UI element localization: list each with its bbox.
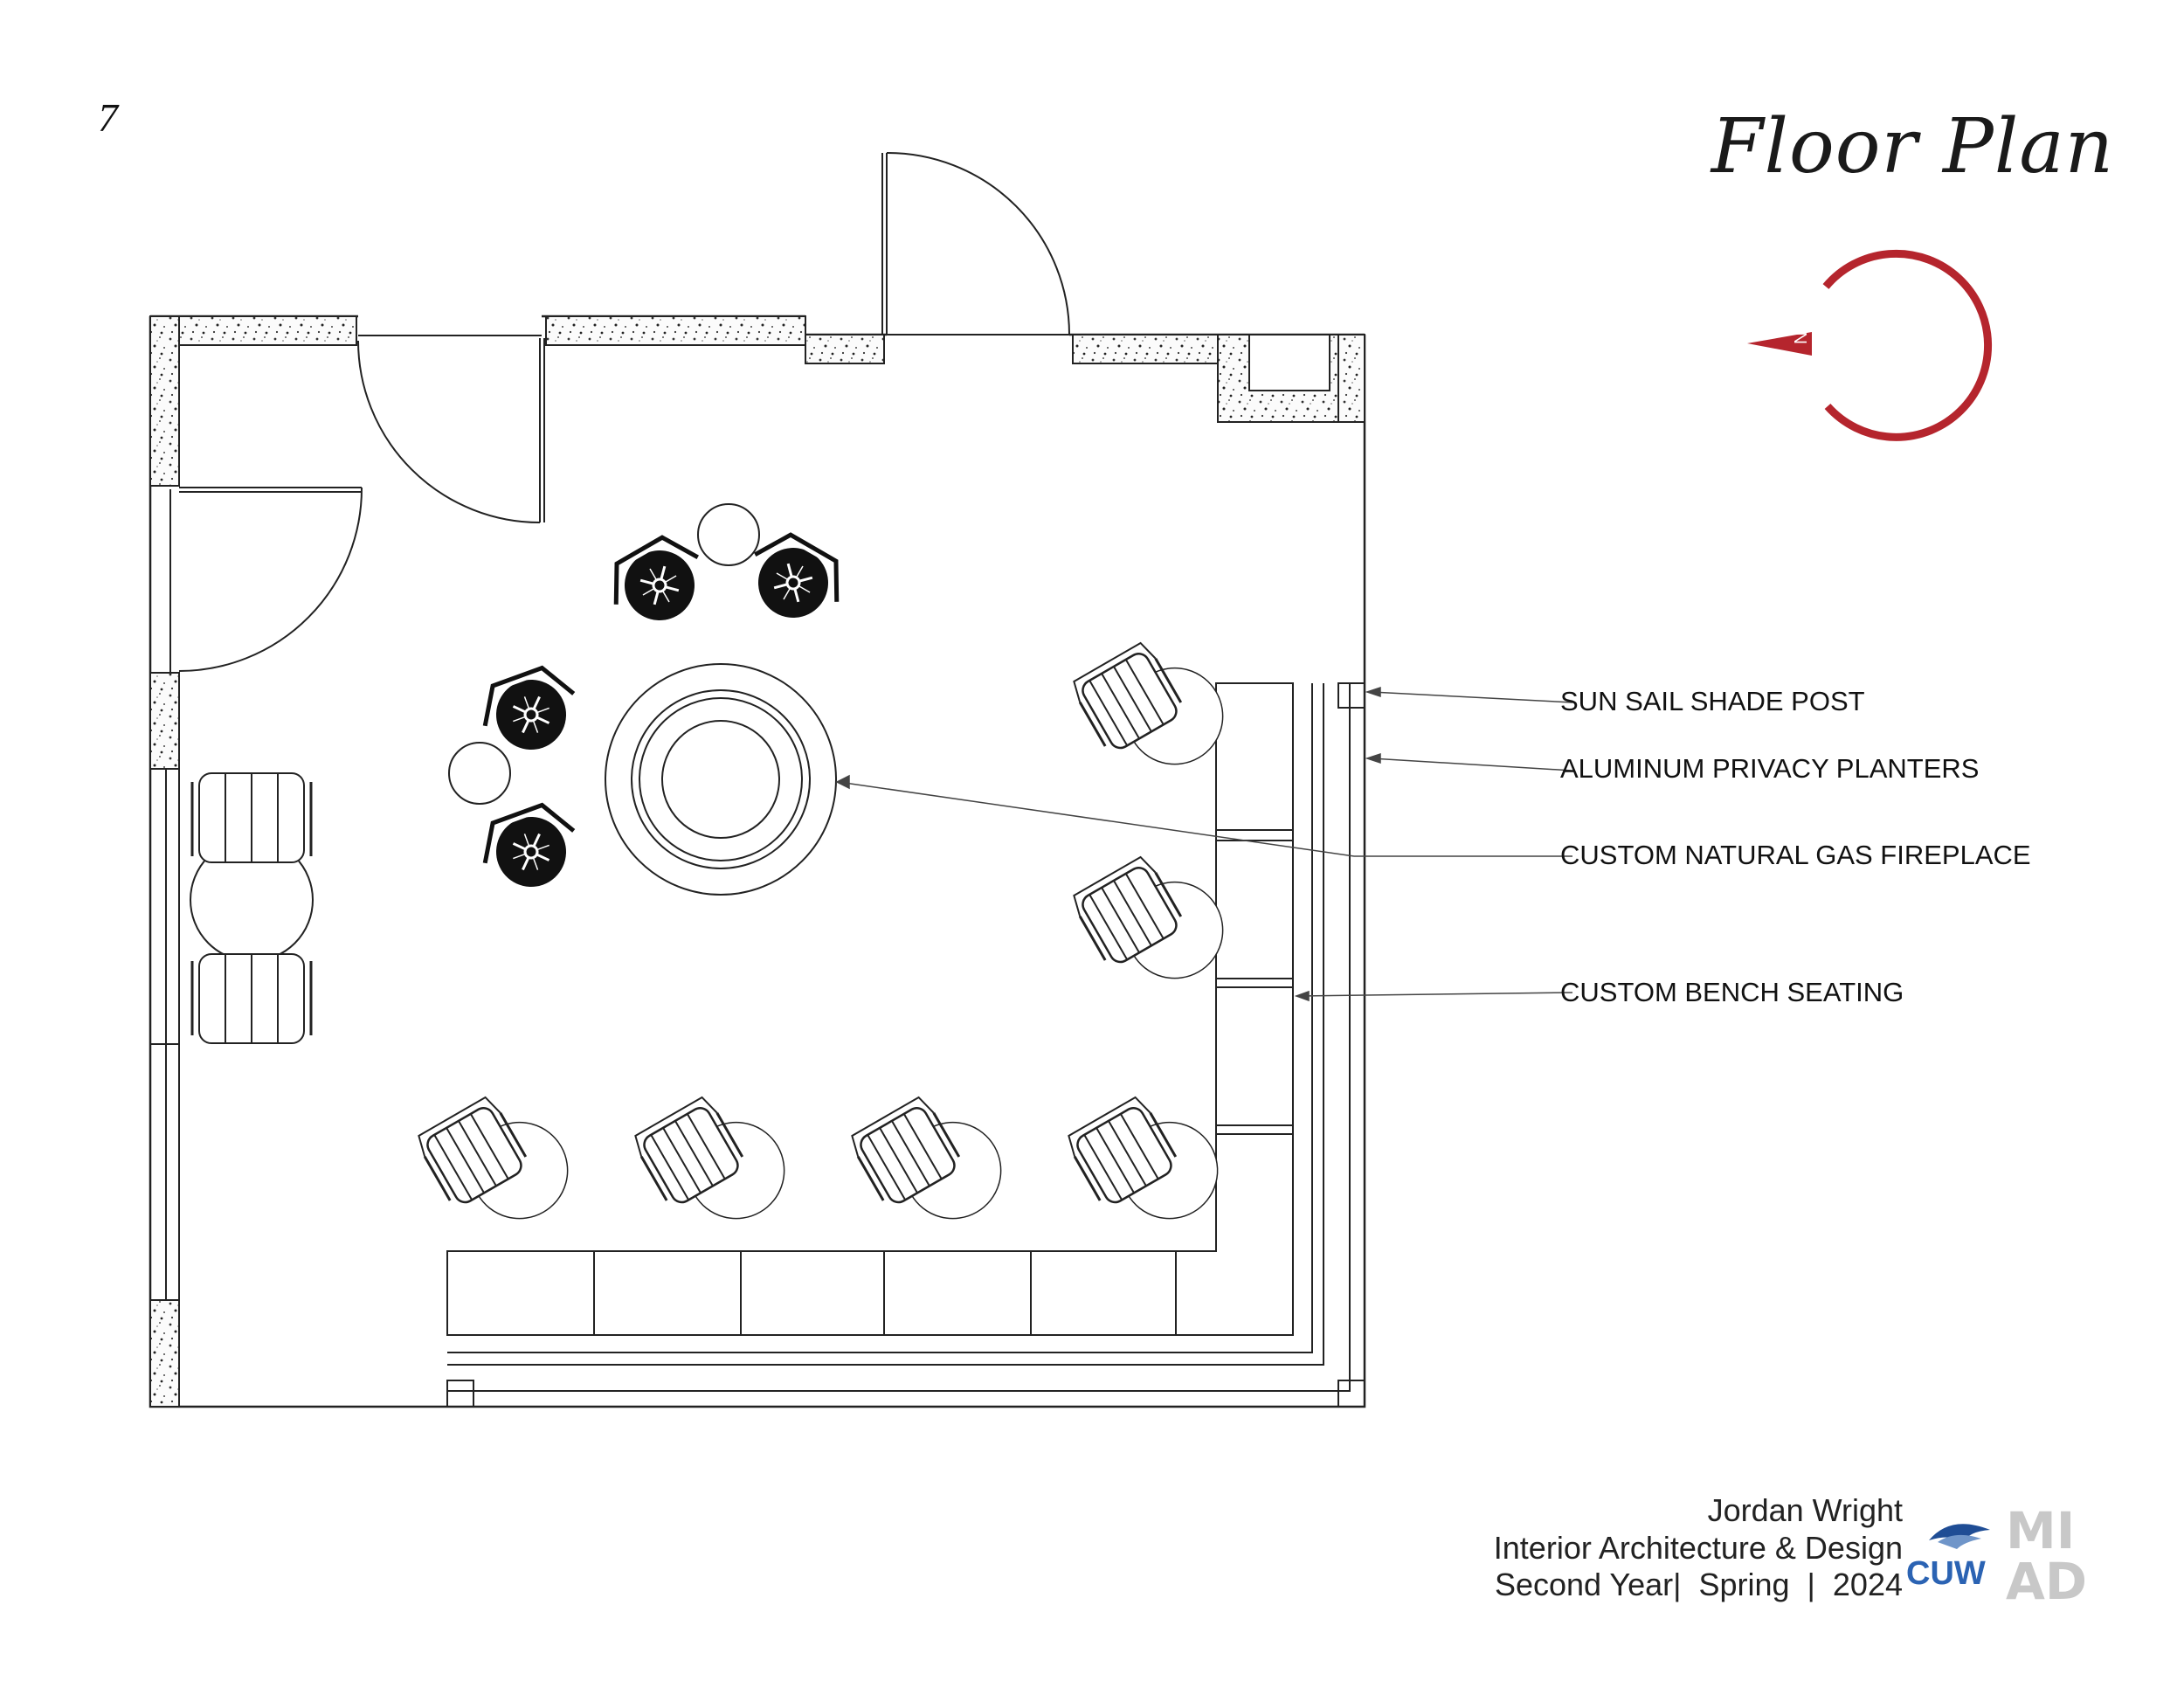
credit-name: Jordan Wright xyxy=(1707,1492,1903,1528)
left-side-chairs xyxy=(190,772,314,1044)
entry-door-top xyxy=(881,151,1070,336)
miad-logo-line-2: AD xyxy=(2006,1552,2088,1611)
cuw-logo: CUW xyxy=(1906,1524,1990,1592)
callout-sun-sail-shade-post: SUN SAIL SHADE POST xyxy=(1560,686,1865,716)
credit-program: Interior Architecture & Design xyxy=(1493,1530,1903,1566)
cuw-logo-text: CUW xyxy=(1906,1555,1986,1592)
aluminum-privacy-planters xyxy=(446,682,1365,1408)
page-number: 7 xyxy=(98,95,118,140)
natural-gas-fireplace xyxy=(605,663,837,896)
left-wall-panel xyxy=(150,768,180,1300)
page-title: Floor Plan xyxy=(1711,103,2114,190)
miad-logo: MI AD xyxy=(2006,1505,2112,1610)
door-top-left xyxy=(357,335,545,523)
callout-custom-natural-gas-fireplace: CUSTOM NATURAL GAS FIREPLACE xyxy=(1560,840,2031,870)
lounge-chairs xyxy=(473,524,854,901)
callout-custom-bench-seating: CUSTOM BENCH SEATING xyxy=(1560,977,1904,1007)
side-tables xyxy=(448,503,760,805)
callout-leaders xyxy=(835,686,1573,1002)
callout-aluminum-privacy-planters: ALUMINUM PRIVACY PLANTERS xyxy=(1560,753,1979,784)
miad-logo-line-1: MI xyxy=(2006,1501,2076,1560)
north-label: N xyxy=(1792,332,1811,344)
callout-labels: SUN SAIL SHADE POST ALUMINUM PRIVACY PLA… xyxy=(1560,686,2031,1007)
custom-bench-seating xyxy=(446,682,1294,1336)
hatched-walls xyxy=(149,315,1365,1408)
credit-term: Second Year| Spring | 2024 xyxy=(1494,1567,1903,1602)
door-left xyxy=(169,487,363,673)
north-arrow: N xyxy=(1747,249,1993,441)
